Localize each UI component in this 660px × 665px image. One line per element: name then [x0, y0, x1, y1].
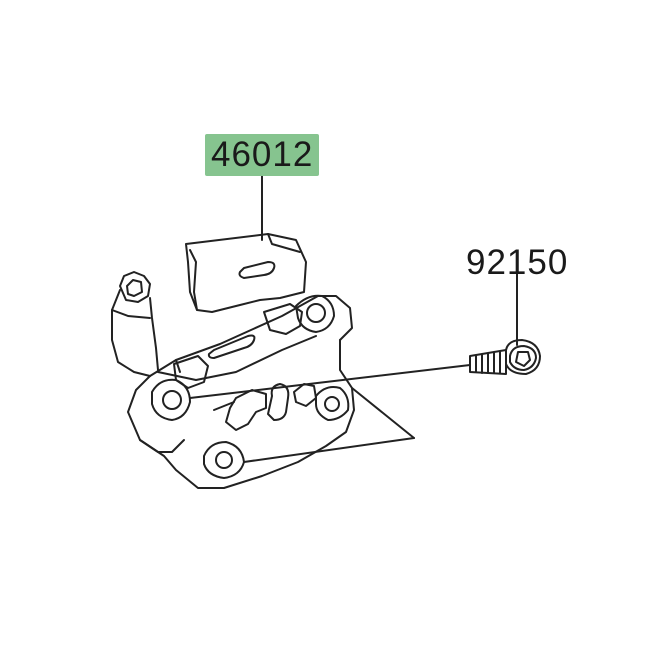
- part-number-label-92150[interactable]: 92150: [466, 243, 569, 282]
- bracket-46012: [111, 233, 471, 489]
- bolt-92150: [469, 339, 541, 375]
- part-number-label-46012[interactable]: 46012: [205, 134, 320, 176]
